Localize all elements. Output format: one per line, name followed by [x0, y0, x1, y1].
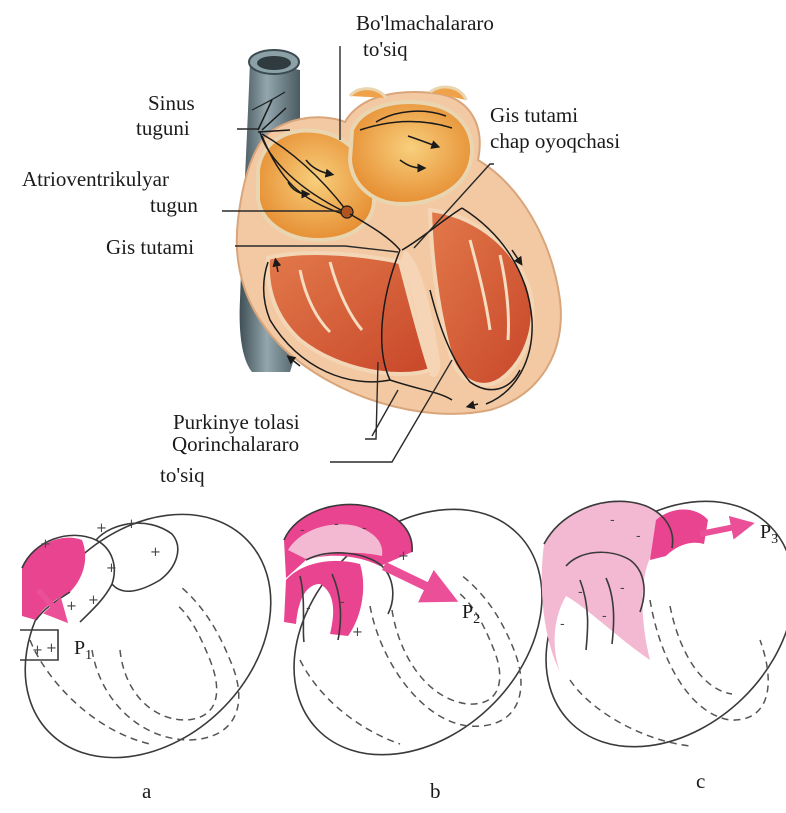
- vector-subscript: 3: [771, 532, 778, 547]
- panel-a: + + + + + + + + + P1 a: [0, 465, 320, 806]
- sign: +: [352, 625, 363, 640]
- label-left-bundle-1: Gis tutami: [490, 103, 578, 127]
- sign: -: [340, 595, 345, 610]
- sign: +: [46, 641, 57, 656]
- panel-b-caption: b: [430, 779, 441, 803]
- vector-subscript: 1: [85, 648, 92, 663]
- label-left-bundle-2: chap oyoqchasi: [490, 129, 620, 153]
- sign: -: [334, 517, 339, 532]
- vector-letter: P: [760, 521, 771, 543]
- sign: +: [96, 521, 107, 536]
- sign: +: [126, 517, 137, 532]
- label-interventricular-septum-2: to'siq: [160, 463, 205, 487]
- panel-b: - - - + - - + P2 b: [245, 460, 591, 804]
- sign: -: [560, 617, 565, 632]
- label-purkinje: Purkinye tolasi: [173, 410, 300, 434]
- label-av-node-2: tugun: [150, 193, 198, 217]
- vector-letter: P: [462, 601, 473, 623]
- heart-illustration: Bo'lmachalararo to'siq Sinus tuguni Atri…: [22, 11, 620, 487]
- av-node: [341, 206, 353, 218]
- sign: +: [106, 561, 117, 576]
- panel-c: - - - - - - P3 c: [497, 452, 786, 796]
- sign: -: [636, 529, 641, 544]
- label-interatrial-septum-2: to'siq: [363, 37, 408, 61]
- label-sinus-node-2: tuguni: [136, 116, 190, 140]
- label-interventricular-septum-1: Qorinchalararo: [172, 432, 299, 456]
- sign: -: [306, 601, 311, 616]
- panel-b-outline: [245, 460, 591, 804]
- vector-letter: P: [74, 637, 85, 659]
- label-interatrial-septum-1: Bo'lmachalararo: [356, 11, 494, 35]
- label-his-bundle: Gis tutami: [106, 235, 194, 259]
- sign: +: [66, 599, 77, 614]
- sign: -: [602, 609, 607, 624]
- sign: +: [40, 537, 51, 552]
- sign: +: [32, 643, 43, 658]
- sign: +: [150, 545, 161, 560]
- sign: -: [362, 521, 367, 536]
- panel-a-caption: a: [142, 779, 152, 803]
- label-sinus-node-1: Sinus: [148, 91, 195, 115]
- sign: -: [620, 581, 625, 596]
- panel-c-depolarized-light: [542, 501, 673, 672]
- panel-c-caption: c: [696, 769, 705, 793]
- sign: -: [300, 523, 305, 538]
- vector-subscript: 2: [473, 612, 480, 627]
- sign: -: [610, 513, 615, 528]
- left-atrium: [350, 102, 472, 204]
- panel-a-vector-label: P1: [74, 637, 92, 663]
- sign: -: [578, 585, 583, 600]
- sign: +: [88, 593, 99, 608]
- label-av-node-1: Atrioventrikulyar: [22, 167, 169, 191]
- sign: +: [398, 549, 409, 564]
- panel-b-vector-label: P2: [462, 601, 480, 627]
- panel-a-outline: [0, 465, 320, 806]
- panel-c-vector-label: P3: [760, 521, 778, 547]
